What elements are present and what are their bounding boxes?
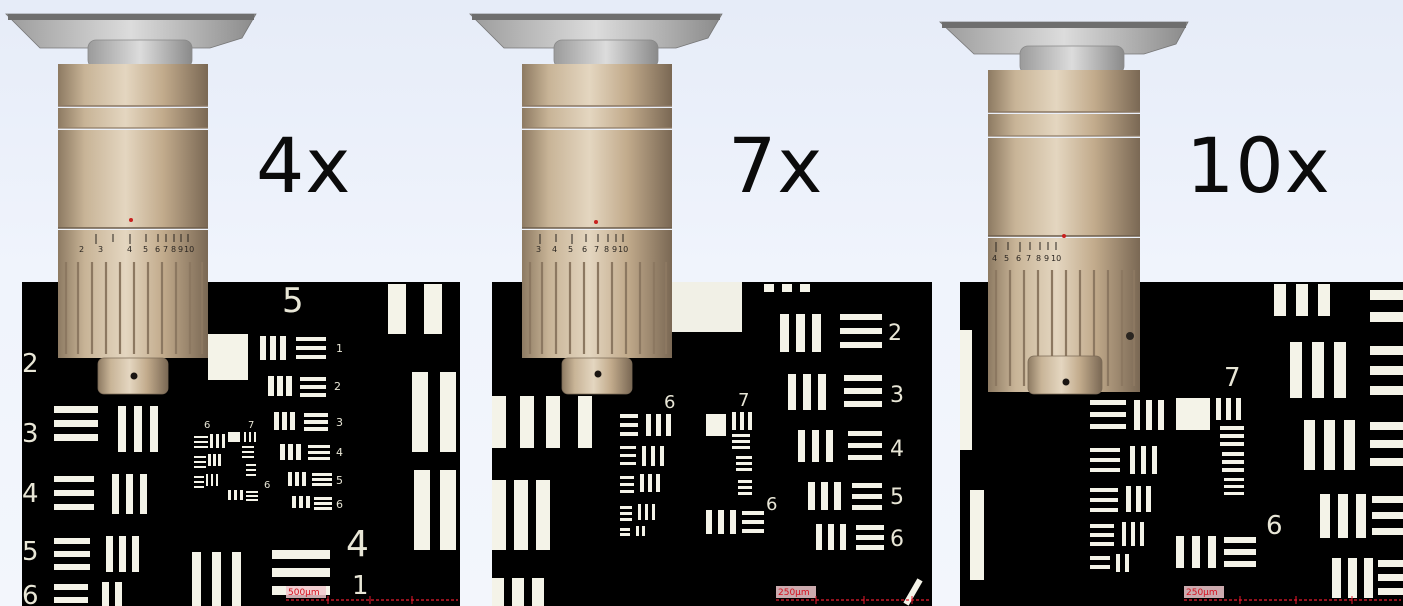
panel-10x: 7 6 250μm xyxy=(938,0,1403,606)
element-number: 4 xyxy=(890,437,904,462)
lens-tick-label: 10 xyxy=(618,245,628,254)
lens-tick-label: 8 xyxy=(1036,254,1041,263)
element-number: 6 xyxy=(766,494,777,515)
target-bar-patterns xyxy=(492,284,923,606)
element-number: 5 xyxy=(336,474,343,487)
group-number: 4 xyxy=(346,524,369,565)
target-group-numbers: 2 3 4 5 6 6 7 6 xyxy=(664,321,904,552)
group-number: 7 xyxy=(1224,363,1241,393)
element-number: 6 xyxy=(890,527,904,552)
lens-tick-label: 10 xyxy=(184,245,194,254)
magnification-label: 7x xyxy=(728,121,824,210)
scale-bar-label: 500μm xyxy=(288,588,320,598)
lens-grip-ridges xyxy=(64,262,204,354)
target-bar-patterns xyxy=(54,284,456,606)
lens-scale-numbers: 2 3 4 5 6 7 8 9 10 xyxy=(79,245,194,254)
lens-tick-label: 8 xyxy=(604,245,609,254)
lens-tick-label: 4 xyxy=(127,245,132,254)
lens-tick-label: 6 xyxy=(582,245,587,254)
group-number: 1 xyxy=(352,571,369,601)
scale-bar: 250μm xyxy=(776,586,930,604)
group-number: 5 xyxy=(22,537,39,567)
lens-tick-label: 7 xyxy=(594,245,599,254)
panel-7x-scene: 2 3 4 5 6 6 7 6 250μm xyxy=(469,13,932,606)
group-number: 4 xyxy=(22,479,39,509)
lens-grip-ridges xyxy=(528,262,668,354)
zoom-lens-4x: 2 3 4 5 6 7 8 9 10 xyxy=(5,13,257,395)
magnification-label: 10x xyxy=(1186,121,1331,210)
magnification-label: 4x xyxy=(256,121,352,210)
panel-10x-scene: 7 6 250μm xyxy=(938,21,1403,606)
element-number: 7 xyxy=(738,390,749,411)
element-number: 6 xyxy=(336,498,343,511)
lens-tick-label: 5 xyxy=(568,245,573,254)
element-number: 3 xyxy=(336,416,343,429)
element-number: 2 xyxy=(334,380,341,393)
lens-tick-label: 7 xyxy=(163,245,168,254)
lens-tick-label: 6 xyxy=(155,245,160,254)
scale-bar-label: 250μm xyxy=(778,588,810,598)
lens-scale-ticks xyxy=(539,234,624,244)
element-number: 3 xyxy=(890,383,904,408)
lens-scale-numbers: 3 4 5 6 7 8 9 10 xyxy=(536,245,628,254)
lens-tick-label: 3 xyxy=(536,245,541,254)
lens-tick-label: 10 xyxy=(1051,254,1061,263)
scale-bar: 250μm xyxy=(1184,586,1401,604)
element-number: 6 xyxy=(264,480,270,491)
lens-tick-label: 4 xyxy=(552,245,557,254)
lens-tick-label: 3 xyxy=(98,245,103,254)
group-number: 3 xyxy=(22,419,39,449)
lens-scale-numbers: 4 5 6 7 8 9 10 xyxy=(992,254,1061,263)
element-number: 7 xyxy=(248,420,254,431)
lens-tick-label: 6 xyxy=(1016,254,1021,263)
lens-scale-ticks xyxy=(95,234,189,244)
zoom-lens-10x: 4 5 6 7 8 9 10 xyxy=(938,21,1189,395)
element-number: 6 xyxy=(204,420,210,431)
target-bar-patterns xyxy=(960,284,1403,598)
lens-tick-label: 2 xyxy=(79,245,84,254)
group-number: 2 xyxy=(22,349,39,379)
lens-scale-ticks xyxy=(995,242,1057,252)
group-number: 5 xyxy=(282,281,304,321)
panel-4x: 5 2 3 4 5 6 1 2 3 4 5 6 6 7 6 4 1 xyxy=(0,0,470,606)
lens-tick-label: 9 xyxy=(612,245,617,254)
panel-4x-scene: 5 2 3 4 5 6 1 2 3 4 5 6 6 7 6 4 1 xyxy=(5,13,460,606)
scale-bar-label: 250μm xyxy=(1186,588,1218,598)
target-group-numbers: 7 6 xyxy=(1224,363,1283,541)
lens-tick-label: 8 xyxy=(171,245,176,254)
element-number: 4 xyxy=(336,446,343,459)
element-number: 5 xyxy=(890,485,904,510)
lens-tick-label: 9 xyxy=(1044,254,1049,263)
lens-tick-label: 7 xyxy=(1026,254,1031,263)
panel-7x: 2 3 4 5 6 6 7 6 250μm xyxy=(469,0,940,606)
group-number: 6 xyxy=(22,581,39,606)
lens-tick-label: 5 xyxy=(1004,254,1009,263)
target-group-numbers: 5 2 3 4 5 6 1 2 3 4 5 6 6 7 6 4 1 xyxy=(22,281,369,606)
scale-bar: 500μm xyxy=(286,586,458,604)
group-number: 6 xyxy=(1266,511,1283,541)
zoom-lens-7x: 3 4 5 6 7 8 9 10 xyxy=(469,13,723,395)
element-number: 2 xyxy=(888,321,902,346)
lens-tick-label: 9 xyxy=(178,245,183,254)
element-number: 1 xyxy=(336,342,343,355)
lens-tick-label: 5 xyxy=(143,245,148,254)
lens-tick-label: 4 xyxy=(992,254,997,263)
element-number: 6 xyxy=(664,392,675,413)
